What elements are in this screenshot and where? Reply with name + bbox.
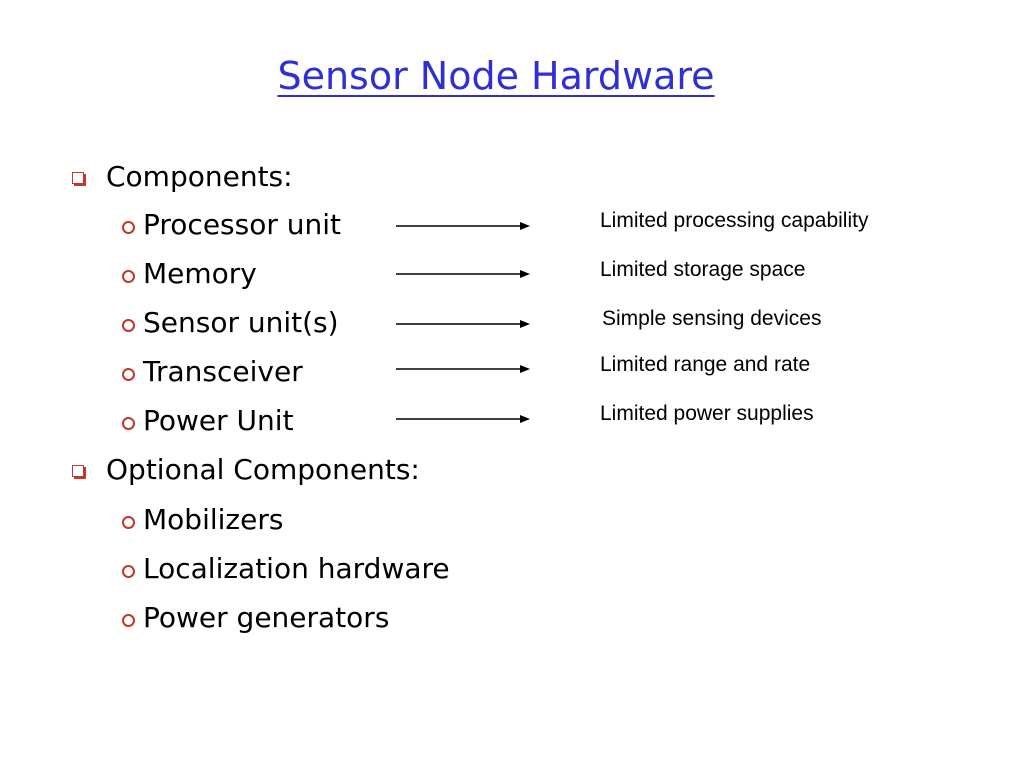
- arrow-right-icon: [396, 222, 530, 230]
- list-item-label: Transceiver: [143, 355, 303, 388]
- slide-title: Sensor Node Hardware: [277, 54, 715, 98]
- circle-bullet-icon: [122, 564, 135, 578]
- list-item-label: Mobilizers: [143, 503, 284, 536]
- list-item-label: Processor unit: [143, 208, 342, 241]
- circle-bullet-icon: [122, 515, 135, 529]
- list-item-transceiver: Transceiver: [122, 355, 303, 389]
- circle-bullet-icon: [122, 613, 135, 627]
- section-optional-components: Optional Components:: [72, 453, 420, 487]
- circle-bullet-icon: [122, 318, 135, 332]
- list-item-processor-unit: Processor unit: [122, 208, 341, 242]
- list-item-label: Power Unit: [143, 404, 294, 437]
- limitation-processing: Limited processing capability: [600, 209, 869, 232]
- list-item-label: Power generators: [143, 601, 390, 634]
- list-item-power-generators: Power generators: [122, 601, 389, 635]
- section-components: Components:: [72, 160, 293, 194]
- arrow-right-icon: [396, 270, 530, 278]
- circle-bullet-icon: [122, 367, 135, 381]
- list-item-memory: Memory: [122, 257, 257, 291]
- list-item-label: Memory: [143, 257, 257, 290]
- list-item-label: Sensor unit(s): [143, 306, 339, 339]
- list-item-power-unit: Power Unit: [122, 404, 294, 438]
- circle-bullet-icon: [122, 269, 135, 283]
- arrow-right-icon: [396, 320, 530, 328]
- section-label: Optional Components:: [106, 453, 420, 486]
- arrow-right-icon: [396, 365, 530, 373]
- arrow-right-icon: [396, 415, 530, 423]
- circle-bullet-icon: [122, 220, 135, 234]
- list-item-localization-hardware: Localization hardware: [122, 552, 450, 586]
- limitation-storage: Limited storage space: [600, 258, 806, 281]
- square-bullet-icon: [72, 172, 84, 184]
- limitation-sensing: Simple sensing devices: [602, 307, 822, 330]
- section-label: Components:: [106, 160, 293, 193]
- circle-bullet-icon: [122, 416, 135, 430]
- list-item-label: Localization hardware: [143, 552, 450, 585]
- limitation-range-rate: Limited range and rate: [600, 353, 811, 376]
- square-bullet-icon: [72, 465, 84, 477]
- limitation-power: Limited power supplies: [600, 402, 814, 425]
- list-item-mobilizers: Mobilizers: [122, 503, 283, 537]
- list-item-sensor-units: Sensor unit(s): [122, 306, 339, 340]
